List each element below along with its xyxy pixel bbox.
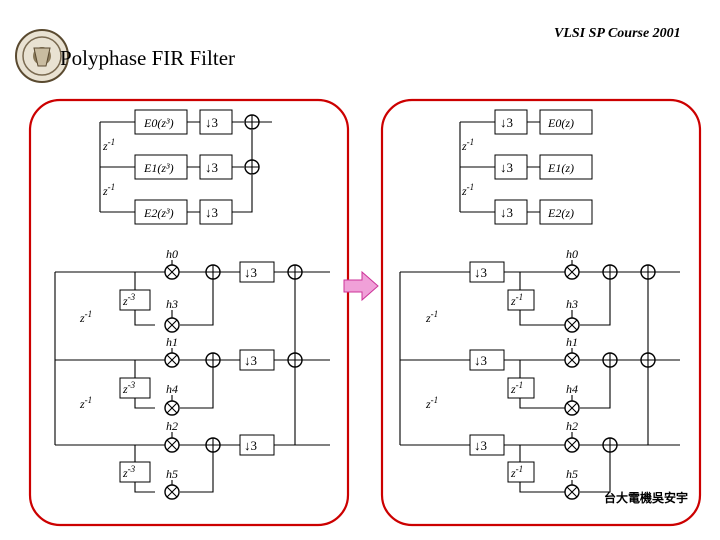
right-fir-z1-1: z-1: [425, 309, 438, 325]
left-h5-label: h5: [166, 467, 178, 481]
right-E0z-label: E0(z): [547, 116, 574, 130]
right-h3-label: h3: [566, 297, 578, 311]
university-seal-icon: [15, 29, 69, 83]
left-fir-down3-3: ↓3: [244, 438, 257, 453]
left-top-delay-2: z-1: [102, 182, 115, 198]
left-top-structure: [99, 109, 272, 225]
left-fir-z3-2: z-3: [122, 380, 136, 396]
left-down3-1: ↓3: [205, 115, 218, 130]
right-bottom-adders: [602, 264, 656, 453]
left-fir-down3-1: ↓3: [244, 265, 257, 280]
right-fir-down3-3: ↓3: [474, 438, 487, 453]
right-h4-label: h4: [566, 382, 578, 396]
course-label: VLSI SP Course 2001: [554, 26, 681, 41]
left-h3-label: h3: [166, 297, 178, 311]
right-frame: [380, 98, 702, 527]
left-E2z3-label: E2(z³): [143, 206, 174, 220]
left-h1-label: h1: [166, 335, 178, 349]
footer-credit: 台大電機吳安宇: [604, 490, 688, 505]
left-E0z3-label: E0(z³): [143, 116, 174, 130]
right-E2z-label: E2(z): [547, 206, 574, 220]
right-top-delay-2: z-1: [461, 182, 474, 198]
right-down3-1: ↓3: [500, 115, 513, 130]
page-title: Polyphase FIR Filter: [60, 46, 235, 70]
right-fir-z1-2: z-1: [425, 395, 438, 411]
right-E1z-label: E1(z): [547, 161, 574, 175]
right-top-delay-1: z-1: [461, 137, 474, 153]
left-fir-z3-1: z-3: [122, 292, 136, 308]
right-h0-label: h0: [566, 247, 578, 261]
left-top-delay-1: z-1: [102, 137, 115, 153]
left-h4-label: h4: [166, 382, 178, 396]
left-h2-label: h2: [166, 419, 178, 433]
right-arrow-icon: [343, 270, 379, 302]
left-down3-2: ↓3: [205, 160, 218, 175]
left-fir-z1-2: z-1: [79, 395, 92, 411]
left-bottom-adders: [205, 264, 303, 453]
left-bottom-structure: [54, 260, 330, 493]
left-E1z3-label: E1(z³): [143, 161, 174, 175]
left-h0-label: h0: [166, 247, 178, 261]
right-h2-label: h2: [566, 419, 578, 433]
left-down3-3: ↓3: [205, 205, 218, 220]
right-h5-label: h5: [566, 467, 578, 481]
left-fir-down3-2: ↓3: [244, 353, 257, 368]
right-h1-label: h1: [566, 335, 578, 349]
right-down3-3: ↓3: [500, 205, 513, 220]
left-fir-z1-1: z-1: [79, 309, 92, 325]
right-fir-z1-tap-2: z-1: [510, 380, 523, 396]
left-frame: [28, 98, 350, 527]
right-fir-z1-tap-1: z-1: [510, 292, 523, 308]
left-fir-z3-3: z-3: [122, 464, 136, 480]
right-fir-down3-1: ↓3: [474, 265, 487, 280]
left-bottom-multipliers: [164, 264, 180, 500]
right-fir-z1-tap-3: z-1: [510, 464, 523, 480]
right-bottom-structure: [399, 260, 680, 493]
right-down3-2: ↓3: [500, 160, 513, 175]
right-top-structure: [459, 109, 593, 225]
right-bottom-multipliers: [564, 264, 580, 500]
right-fir-down3-2: ↓3: [474, 353, 487, 368]
